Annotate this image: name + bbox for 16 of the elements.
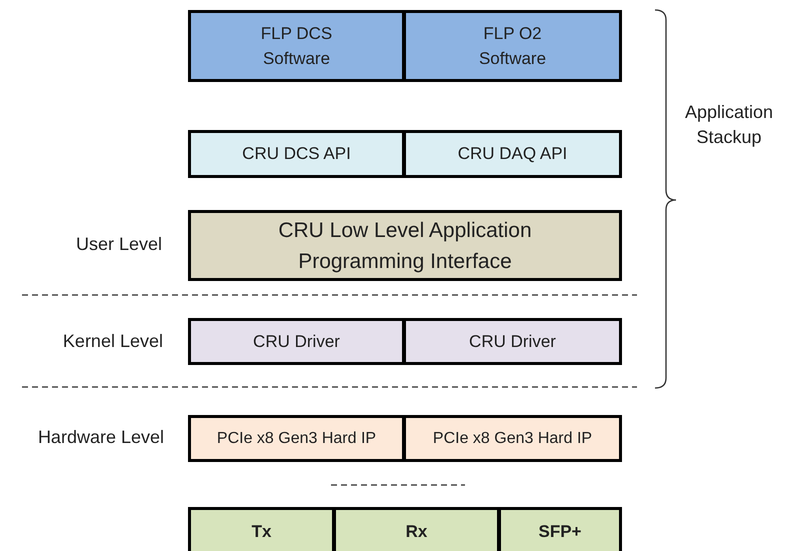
layer-box: CRU Low Level Application Programming Interface — [188, 210, 622, 281]
layer-box: FLP O2 Software — [403, 10, 622, 82]
layer-box: SFP+ — [498, 507, 622, 551]
layer-box: CRU Driver — [403, 318, 622, 365]
layer-box: Rx — [333, 507, 500, 551]
layer-box: CRU DAQ API — [403, 130, 622, 178]
layer-box: CRU DCS API — [188, 130, 405, 178]
layer-label: Kernel Level — [62, 330, 163, 353]
layer-label: Application Stackup — [684, 101, 774, 149]
layer-box: CRU Driver — [188, 318, 405, 365]
layer-box: FLP DCS Software — [188, 10, 405, 82]
layer-box: PCIe x8 Gen3 Hard IP — [188, 415, 405, 462]
layer-label: User Level — [74, 233, 162, 256]
layer-box: Tx — [188, 507, 335, 551]
layer-label: Hardware Level — [36, 426, 164, 449]
layer-box: PCIe x8 Gen3 Hard IP — [403, 415, 622, 462]
